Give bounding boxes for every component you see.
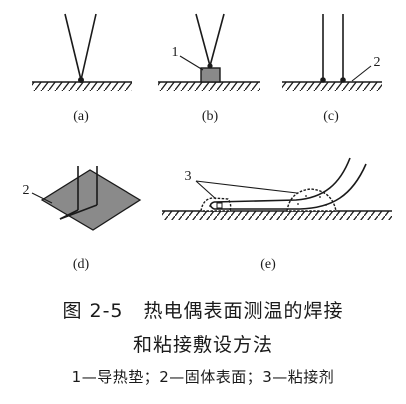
ground-hatch-e [162, 211, 392, 220]
panel-e: 3 (e) [162, 157, 392, 272]
panel-label-a: (a) [73, 109, 89, 124]
leader-line-2c [351, 65, 372, 82]
thermocouple-wire-left-a [64, 13, 82, 81]
panel-label-e: (e) [260, 257, 276, 272]
weld-junction-a [78, 77, 84, 83]
weld-point-left-c [320, 77, 326, 83]
ground-hatch-a [32, 82, 132, 91]
callout-3: 3 [185, 169, 192, 184]
sensor-junction-e [216, 202, 223, 209]
adhesive-dot-1 [297, 203, 299, 205]
leader-line-2d [31, 192, 53, 204]
adhesive-dot-2 [305, 195, 307, 197]
leader-line-3a [195, 180, 217, 200]
thermocouple-sheath-upper [213, 157, 351, 203]
adhesive-dot-5 [209, 205, 211, 207]
solid-surface-plate [40, 169, 142, 231]
ground-hatch-c [282, 82, 382, 91]
panel-a: (a) [32, 13, 132, 124]
adhesive-dot-4 [325, 204, 327, 206]
weld-point-right-c [340, 77, 346, 83]
thermocouple-wire-left-b [195, 13, 211, 67]
figure-legend: 1—导热垫；2—固体表面；3—粘接剂 [71, 368, 335, 386]
heat-conducting-pad [200, 67, 221, 83]
adhesive-dot-3 [319, 196, 321, 198]
figure-caption-title-line2: 和粘接敷设方法 [132, 334, 273, 356]
figure-caption-title: 图 2-5 热电偶表面测温的焊接 [62, 300, 344, 322]
panel-label-d: (d) [73, 257, 90, 272]
leader-line-1 [179, 55, 204, 71]
panel-b: 1 (b) [158, 13, 260, 124]
panel-c: 2 (c) [282, 14, 382, 124]
thermocouple-wire-right-b [209, 13, 225, 67]
callout-2-c: 2 [374, 55, 381, 70]
panel-d: 2 (d) [23, 166, 142, 272]
panel-label-b: (b) [202, 109, 219, 124]
callout-2-d: 2 [23, 183, 30, 198]
weld-junction-b [207, 63, 213, 69]
junction-lead-right-d [59, 204, 98, 220]
ground-hatch-b [158, 82, 260, 91]
leader-line-3b [195, 180, 298, 194]
thermocouple-tip-e [209, 201, 215, 210]
thermocouple-sheath-lower [214, 163, 367, 210]
panel-label-c: (c) [323, 109, 339, 124]
thermocouple-wire-right-a [80, 13, 97, 81]
callout-1: 1 [172, 45, 179, 60]
